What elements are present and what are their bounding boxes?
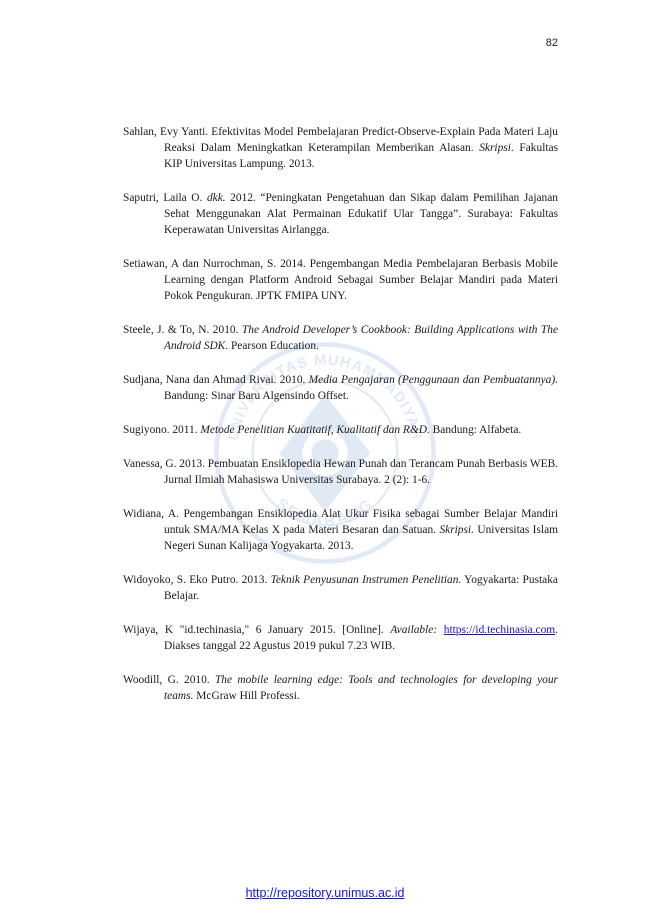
reference-link[interactable]: https://id.techinasia.com xyxy=(443,624,556,636)
reference-entry: Widoyoko, S. Eko Putro. 2013. Teknik Pen… xyxy=(123,574,558,602)
reference-entry: Vanessa, G. 2013. Pembuatan Ensiklopedia… xyxy=(123,458,559,486)
reference-entry: Steele, J. & To, N. 2010. The Android De… xyxy=(123,324,559,352)
reference-entry: Widiana, A. Pengembangan Ensiklopedia Al… xyxy=(123,508,558,552)
reference-list: Sahlan, Evy Yanti. Efektivitas Model Pem… xyxy=(123,124,558,722)
page-number: 82 xyxy=(545,37,558,49)
reference-entry: Sudjana, Nana dan Ahmad Rivai. 2010. Med… xyxy=(123,374,559,402)
reference-entry: Sahlan, Evy Yanti. Efektivitas Model Pem… xyxy=(123,126,559,170)
reference-entry: Wijaya, K "id.techinasia," 6 January 201… xyxy=(123,624,558,652)
reference-entry: Sugiyono. 2011. Metode Penelitian Kuatit… xyxy=(123,424,522,436)
reference-entry: Saputri, Laila O. dkk. 2012. “Peningkata… xyxy=(123,192,558,236)
reference-entry: Setiawan, A dan Nurrochman, S. 2014. Pen… xyxy=(123,258,558,302)
repository-footer-link[interactable]: http://repository.unimus.ac.id xyxy=(245,886,405,900)
reference-entry: Woodill, G. 2010. The mobile learning ed… xyxy=(123,674,558,702)
